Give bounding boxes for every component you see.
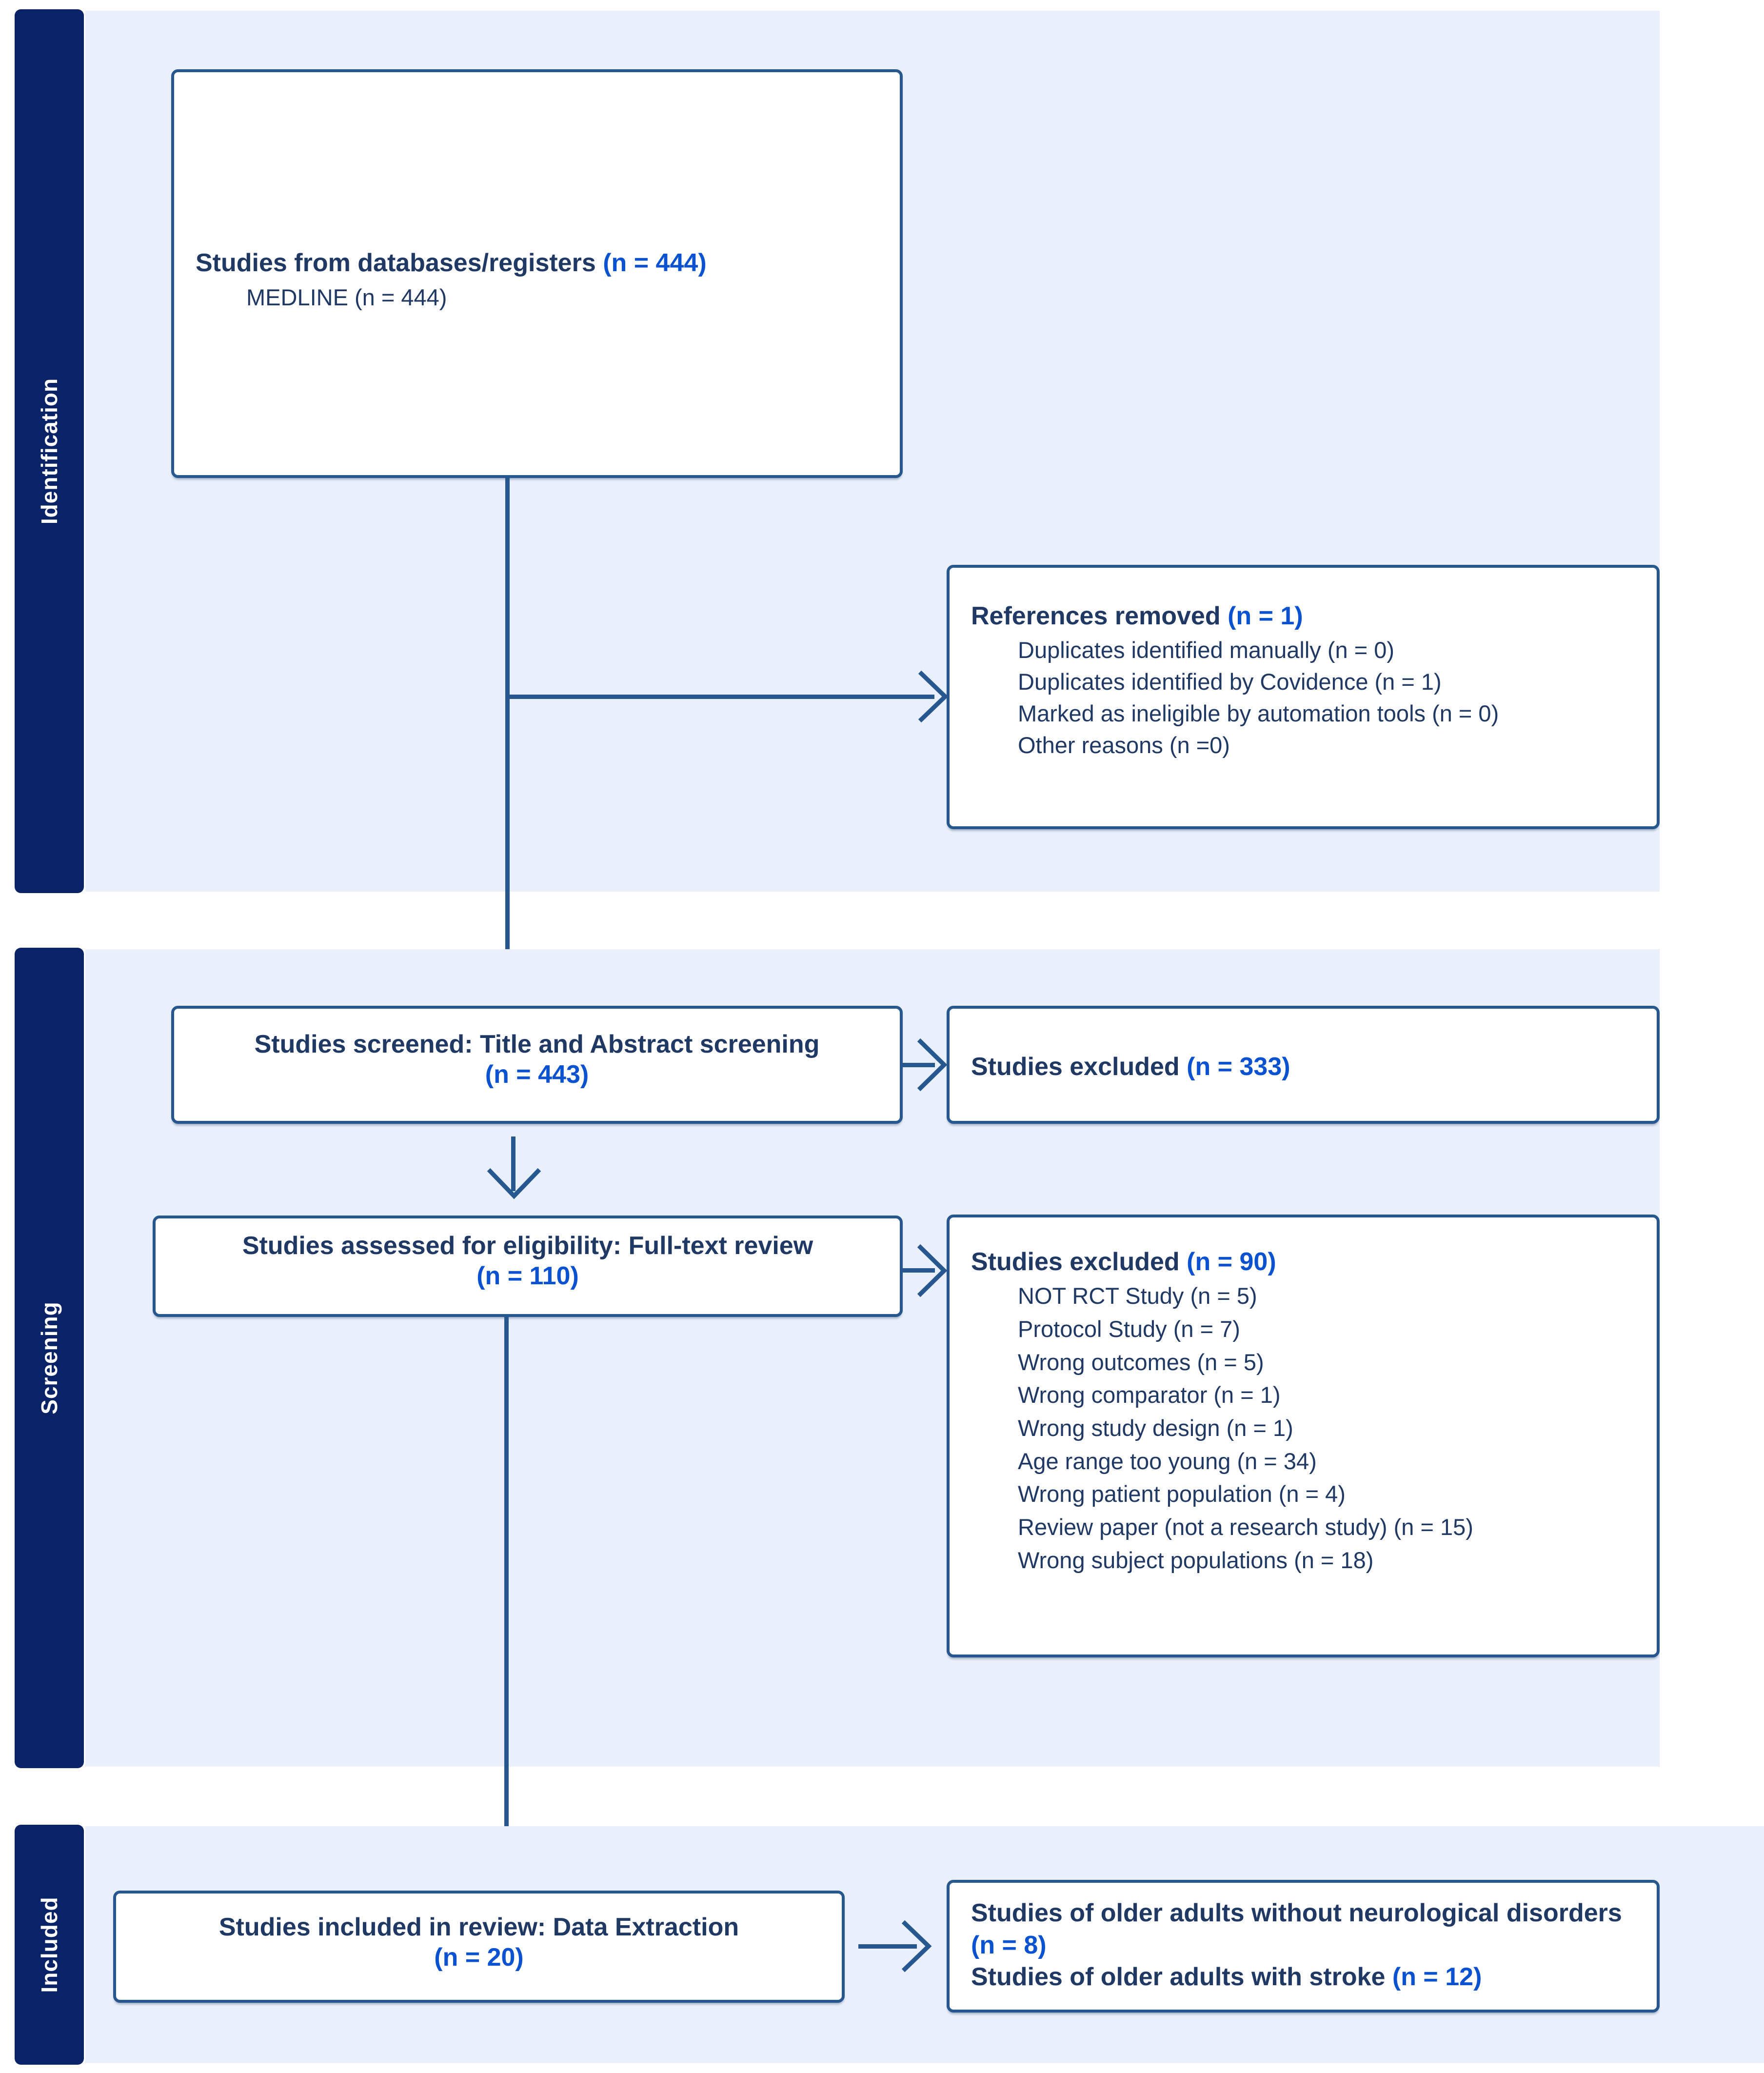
records-excluded-screening-line: Studies excluded (n = 333) [971,1052,1635,1082]
studies-breakdown-line-1: Studies of older adults without neurolog… [971,1897,1635,1961]
connector-assessed-to-included-vertical [504,1317,509,1870]
reports-excluded-title-line: Studies excluded (n = 90) [971,1247,1635,1277]
connector-screened-to-assessed-vertical [511,1136,515,1191]
phase-rail-screening: Screening [16,949,82,1767]
records-identified-item: MEDLINE (n = 444) [246,284,447,311]
reports-excluded-count: (n = 90) [1187,1248,1276,1276]
phase-label-included: Included [37,1896,62,1993]
records-screened-count: (n = 443) [485,1060,589,1089]
arrowhead-to-records-excluded-screening [917,1038,948,1092]
studies-breakdown-line2-count: (n = 12) [1392,1963,1482,1992]
connector-identified-to-removed-horizontal [505,695,934,699]
arrowhead-to-records-removed [918,670,949,723]
reports-excluded-reason: Wrong patient population (n = 4) [1018,1481,1346,1507]
records-removed-item: Marked as ineligible by automation tools… [1018,700,1499,727]
connector-assessed-to-excluded-horizontal [900,1268,935,1273]
connector-included-to-breakdown-horizontal [858,1944,917,1949]
records-removed-count: (n = 1) [1228,602,1303,630]
studies-breakdown-line1-count: (n = 8) [971,1931,1047,1959]
records-removed-item: Duplicates identified manually (n = 0) [1018,637,1394,663]
reports-excluded-reason: Review paper (not a research study) (n =… [1018,1514,1473,1540]
box-reports-assessed: Studies assessed for eligibility: Full-t… [153,1216,903,1317]
studies-breakdown-line-2: Studies of older adults with stroke (n =… [971,1961,1635,1993]
records-identified-count: (n = 444) [603,249,707,277]
reports-excluded-reason: Wrong subject populations (n = 18) [1018,1547,1374,1573]
reports-excluded-reason: Wrong comparator (n = 1) [1018,1382,1281,1408]
box-studies-breakdown: Studies of older adults without neurolog… [947,1880,1660,2013]
phase-label-screening: Screening [37,1301,62,1415]
box-records-screened: Studies screened: Title and Abstract scr… [171,1006,903,1124]
records-removed-title-line: References removed (n = 1) [971,601,1635,632]
reports-excluded-reason: Protocol Study (n = 7) [1018,1316,1240,1342]
reports-excluded-reason: NOT RCT Study (n = 5) [1018,1283,1257,1309]
records-removed-title: References removed [971,602,1221,630]
records-identified-title: Studies from databases/registers [196,249,596,277]
arrowhead-to-studies-breakdown [901,1920,932,1973]
studies-included-title: Studies included in review: Data Extract… [218,1913,739,1941]
records-removed-item: Other reasons (n =0) [1018,732,1230,758]
connector-screened-to-excluded-horizontal [900,1063,935,1067]
reports-excluded-reason: Age range too young (n = 34) [1018,1448,1317,1474]
records-removed-item: Duplicates identified by Covidence (n = … [1018,669,1442,695]
connector-identified-to-screened-vertical [505,478,510,981]
reports-excluded-reason: Wrong outcomes (n = 5) [1018,1349,1264,1375]
reports-excluded-title: Studies excluded [971,1248,1180,1276]
phase-rail-identification: Identification [16,11,82,892]
records-excluded-screening-title: Studies excluded [971,1053,1180,1081]
arrowhead-to-reports-excluded [917,1244,948,1297]
phase-rail-included: Included [16,1826,82,2063]
box-reports-excluded: Studies excluded (n = 90) NOT RCT Study … [947,1215,1660,1657]
box-studies-included: Studies included in review: Data Extract… [113,1891,845,2003]
records-excluded-screening-count: (n = 333) [1187,1053,1290,1081]
box-records-removed: References removed (n = 1) Duplicates id… [947,565,1660,829]
studies-breakdown-line2-title: Studies of older adults with stroke [971,1963,1386,1992]
arrowhead-to-reports-assessed [487,1168,541,1199]
reports-assessed-title: Studies assessed for eligibility: Full-t… [242,1232,813,1260]
reports-excluded-reason: Wrong study design (n = 1) [1018,1415,1293,1441]
box-records-excluded-screening: Studies excluded (n = 333) [947,1006,1660,1124]
phase-label-identification: Identification [37,378,62,525]
box-records-identified: Studies from databases/registers (n = 44… [171,69,903,478]
studies-breakdown-line1-title: Studies of older adults without neurolog… [971,1899,1622,1927]
records-identified-title-line: Studies from databases/registers (n = 44… [196,248,878,279]
studies-included-count: (n = 20) [434,1943,524,1972]
records-screened-title: Studies screened: Title and Abstract scr… [254,1030,820,1058]
reports-assessed-count: (n = 110) [476,1262,579,1291]
